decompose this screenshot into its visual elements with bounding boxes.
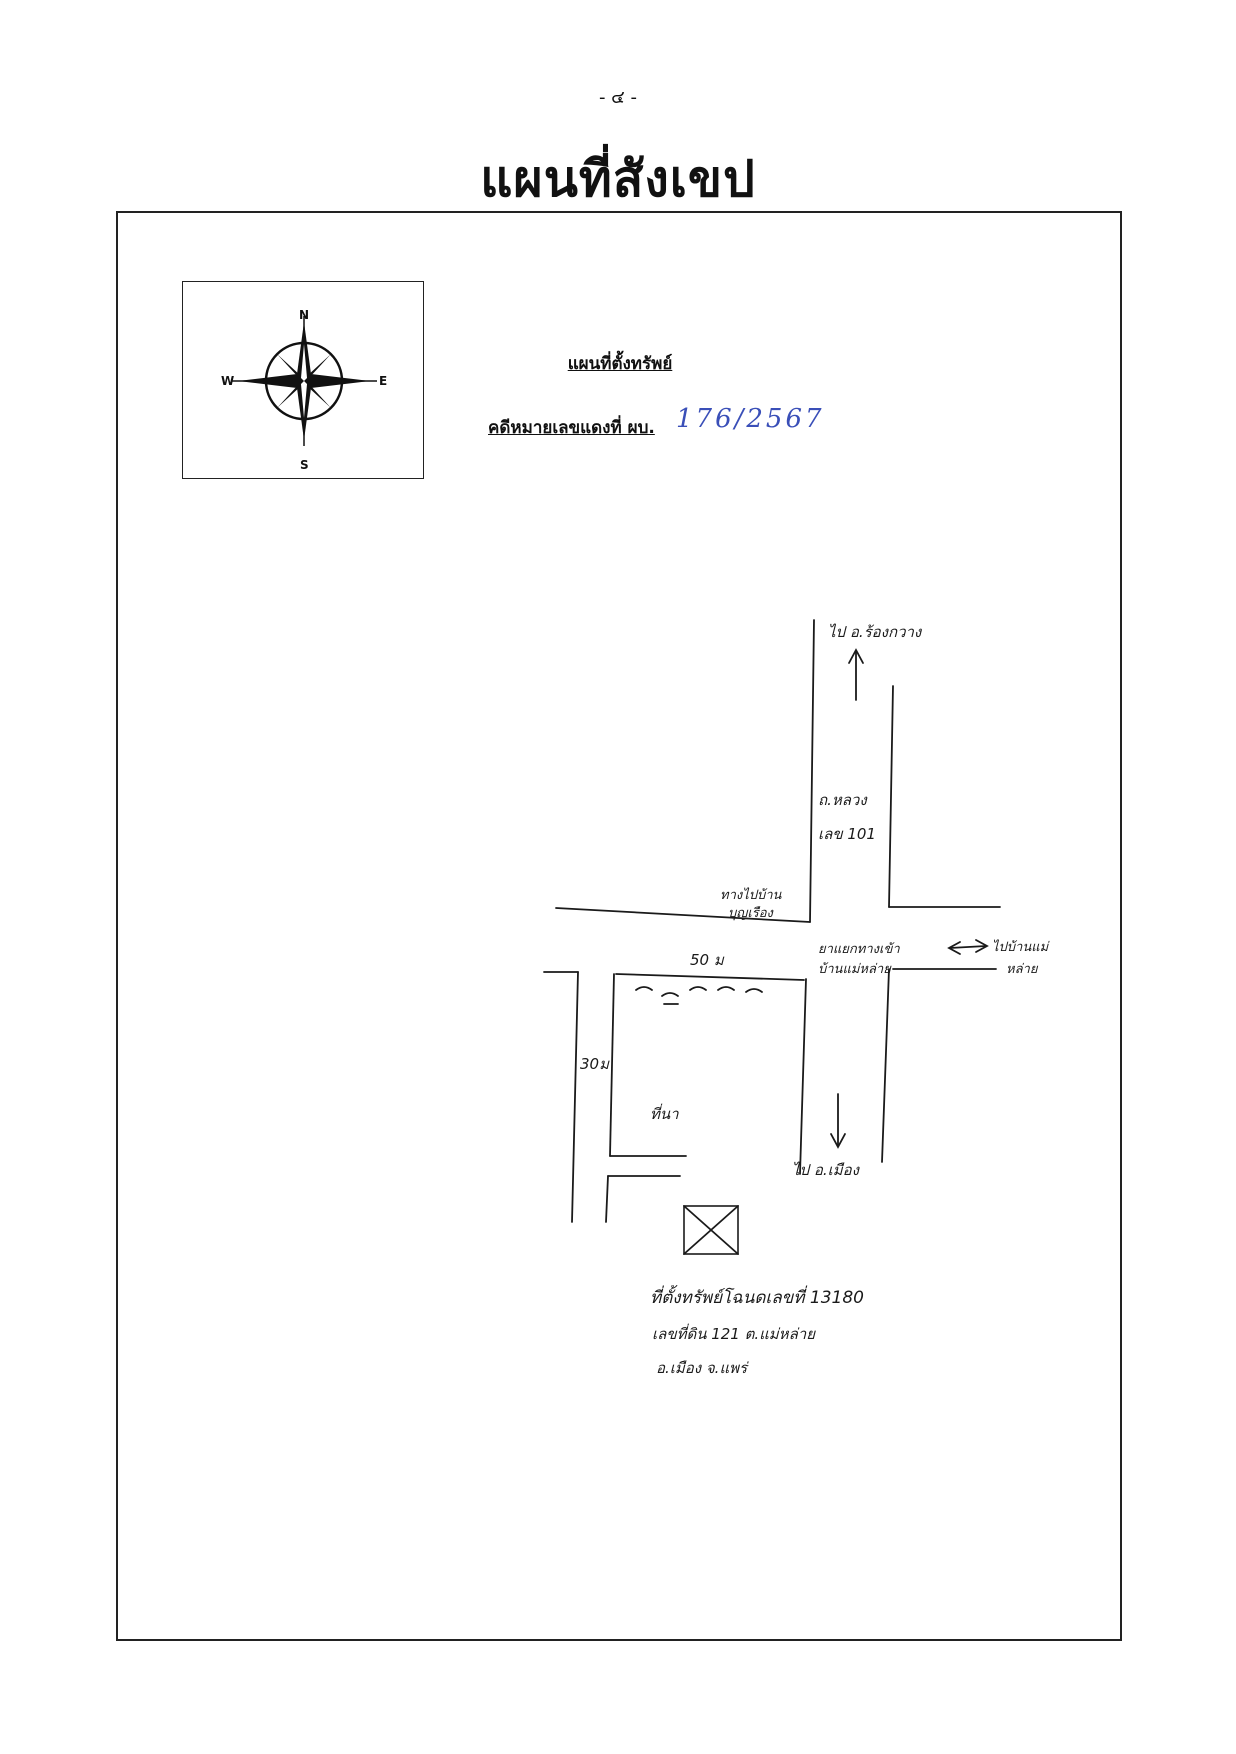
label-to-village: ไปบ้านแม่	[992, 940, 1049, 955]
highway-east-edge-north	[888, 685, 894, 908]
label-property-line3: อ.เมือง จ.แพร่	[656, 1359, 748, 1377]
highway-west-edge-north	[809, 619, 815, 923]
label-side-road: ทางไปบ้าน	[720, 888, 782, 903]
compass-rose-icon	[231, 316, 377, 446]
label-depth: 30ม	[580, 1055, 609, 1073]
label-highway-name: ถ.หลวง	[818, 791, 867, 809]
parcel-north-edge	[615, 973, 805, 981]
east-arrow	[949, 945, 987, 949]
property-marker-icon	[683, 1205, 739, 1255]
label-road-to-north: ไป อ.ร้องกวาง	[828, 623, 922, 641]
label-road-to-south: ไป อ.เมือง	[792, 1161, 859, 1179]
label-junction-2: บ้านแม่หล่าย	[818, 962, 891, 977]
compass-north-label: N	[299, 308, 310, 322]
side-road-north-edge	[555, 907, 811, 923]
label-paddy: ที่นา	[650, 1105, 679, 1123]
case-label: คดีหมายเลขแดงที่ ผบ.	[488, 418, 655, 438]
case-number: 176/2567	[676, 404, 825, 434]
lane-edge-west-outer	[571, 971, 579, 1223]
highway-west-edge-south	[799, 978, 807, 1175]
compass-west-label: W	[221, 374, 235, 388]
label-frontage: 50 ม	[690, 951, 724, 969]
label-junction: ยาแยกทางเข้า	[818, 942, 900, 957]
page-number: - ๔ -	[598, 87, 638, 108]
map-frame	[116, 211, 1122, 1641]
parcel-west-edge	[609, 973, 615, 1157]
page-title: แผนที่สังเขป	[480, 150, 756, 208]
label-to-village-2: หล่าย	[1006, 962, 1038, 977]
label-highway-number: เลข 101	[818, 825, 876, 843]
compass-south-label: S	[300, 458, 309, 472]
map-heading: แผนที่ตั้งทรัพย์	[567, 354, 673, 374]
compass-box: N S W E	[182, 281, 424, 479]
label-property-line2: เลขที่ดิน 121 ต.แม่หล่าย	[652, 1325, 815, 1343]
highway-east-edge-south	[881, 968, 890, 1163]
compass-east-label: E	[379, 374, 388, 388]
lane-edge-inner	[605, 1175, 609, 1223]
label-property-line1: ที่ตั้งทรัพย์โฉนดเลขที่ 13180	[650, 1288, 864, 1308]
label-side-road-2: บุญเรือง	[728, 906, 773, 921]
